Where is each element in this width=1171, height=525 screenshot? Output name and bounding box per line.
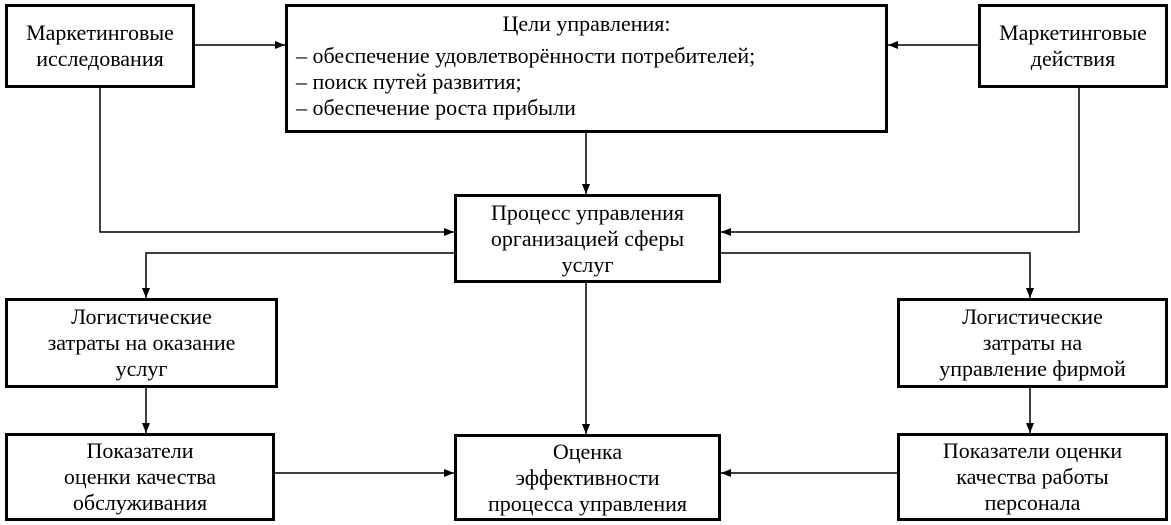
node-efficiency-line-2: эффективности (515, 464, 660, 490)
node-staff-quality-line-3: персонала (984, 490, 1081, 515)
node-management-process-line-2: организацией сферы (490, 225, 685, 251)
node-logistics-management-line-3: управление фирмой (939, 356, 1126, 381)
node-management-goals: Цели управления: – обеспечение удовлетво… (285, 4, 888, 133)
node-staff-quality-line-2: качества работы (956, 464, 1109, 489)
node-marketing-research-line-1: Маркетинговые (26, 20, 174, 45)
node-management-process-line-1: Процесс управления (490, 199, 685, 225)
node-logistics-services-line-2: затраты на оказание (47, 330, 236, 355)
node-marketing-actions-line-1: Маркетинговые (999, 20, 1147, 45)
node-logistics-services-costs: Логистические затраты на оказание услуг (5, 298, 278, 388)
node-service-quality-line-3: обслуживания (72, 490, 208, 515)
node-marketing-actions: Маркетинговые действия (978, 4, 1168, 88)
edge-process-to-logistics-services (142, 252, 454, 298)
node-logistics-services-line-3: услуг (115, 356, 168, 381)
edge-actions-to-process (721, 88, 1080, 236)
node-efficiency-assessment: Оценка эффективности процесса управления (454, 434, 721, 521)
node-marketing-actions-line-2: действия (1030, 46, 1116, 71)
node-logistics-management-line-2: затраты на (982, 330, 1083, 355)
node-management-process: Процесс управления организацией сферы ус… (454, 194, 721, 283)
goal-item-development-paths: – поиск путей развития; (296, 69, 522, 94)
node-staff-quality-line-1: Показатели оценки (942, 438, 1123, 463)
node-marketing-research-line-2: исследования (36, 46, 164, 71)
node-efficiency-line-3: процесса управления (488, 490, 687, 516)
edge-research-to-process (99, 88, 454, 236)
edge-process-to-logistics-management (721, 252, 1034, 298)
node-management-goals-title: Цели управления: (502, 11, 671, 36)
goal-item-profit-growth: – обеспечение роста прибыли (296, 95, 576, 120)
node-logistics-management-line-1: Логистические (962, 304, 1103, 329)
node-logistics-services-line-1: Логистические (71, 304, 212, 329)
node-marketing-research: Маркетинговые исследования (5, 4, 195, 88)
goal-item-customer-satisfaction: – обеспечение удовлетворённости потребит… (296, 43, 756, 68)
node-logistics-management-costs: Логистические затраты на управление фирм… (897, 298, 1168, 388)
node-service-quality-line-2: оценки качества (63, 464, 217, 489)
node-service-quality-indicators: Показатели оценки качества обслуживания (5, 433, 275, 521)
node-efficiency-line-1: Оценка (552, 438, 623, 464)
node-service-quality-line-1: Показатели (86, 438, 194, 463)
node-staff-quality-indicators: Показатели оценки качества работы персон… (897, 433, 1168, 521)
node-management-process-line-3: услуг (561, 251, 614, 277)
